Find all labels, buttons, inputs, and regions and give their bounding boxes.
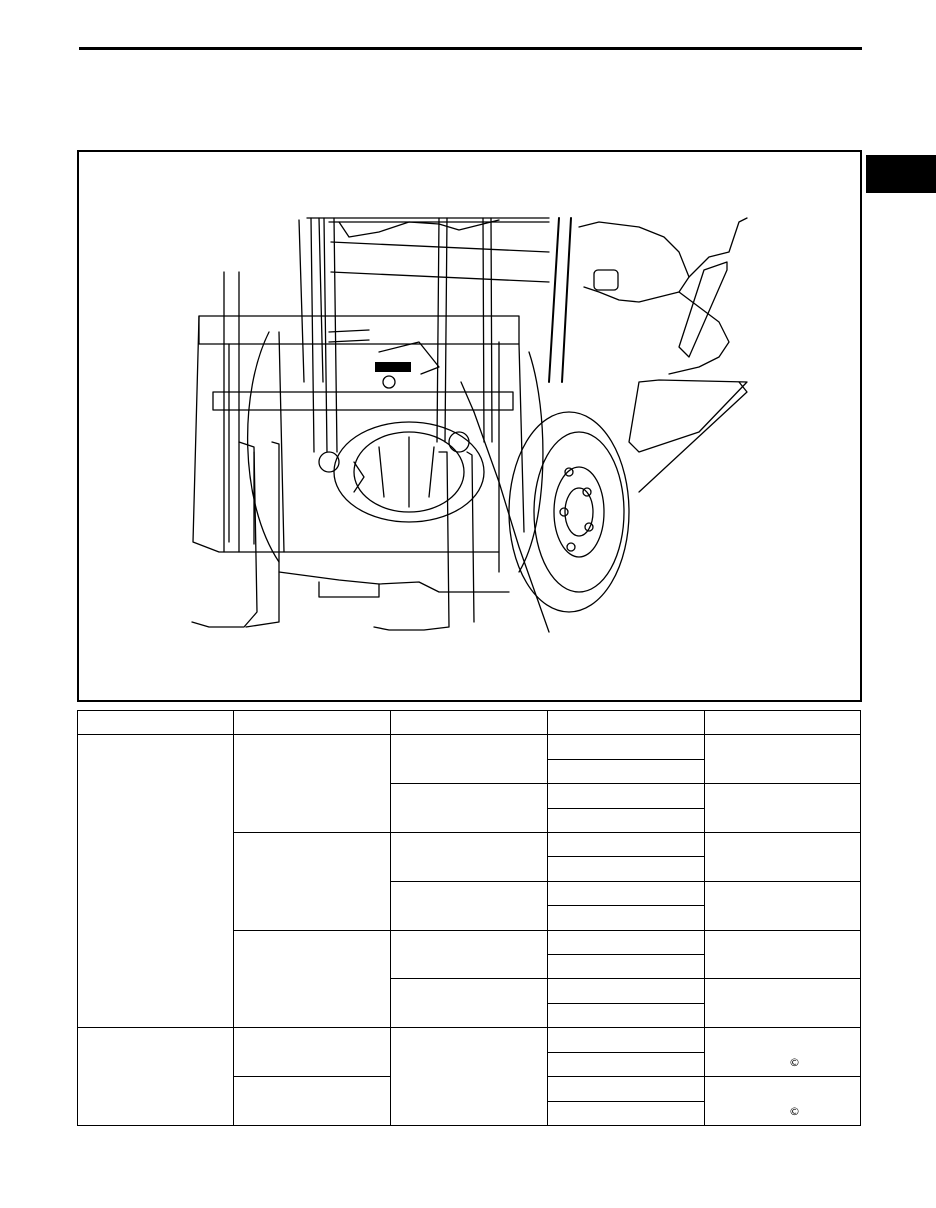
table-cell <box>547 783 705 809</box>
table-cell <box>390 832 548 882</box>
table-row <box>77 734 861 1029</box>
table-cell <box>704 978 861 1029</box>
table-cell <box>547 832 705 858</box>
table-cell <box>390 1027 548 1126</box>
table-cell: © <box>704 1027 861 1078</box>
table-row <box>78 978 861 1029</box>
table-cell <box>547 1100 705 1126</box>
table-cell <box>547 1027 705 1053</box>
table-cell <box>233 929 391 1029</box>
table-cell <box>704 783 861 834</box>
table-cell <box>390 978 548 1029</box>
table-row <box>78 1051 861 1078</box>
table-cell <box>77 1027 234 1126</box>
table-cell <box>233 1076 391 1126</box>
table-cell <box>390 880 548 931</box>
table-cell <box>233 1027 391 1078</box>
table-row <box>78 807 861 834</box>
table-header-row <box>77 709 861 736</box>
table-cell: © <box>704 1076 861 1126</box>
section-tab <box>866 155 936 193</box>
header-cell <box>233 709 391 736</box>
header-rule <box>79 47 862 50</box>
table-cell <box>547 1051 705 1078</box>
table-cell <box>547 978 705 1004</box>
table-cell <box>547 880 705 907</box>
table-cell <box>547 1002 705 1029</box>
table-row <box>78 1002 861 1029</box>
forklift-illustration <box>191 217 748 633</box>
copyright-c-icon: © <box>789 1056 800 1070</box>
table-cell <box>233 734 391 834</box>
table-cell <box>390 783 548 834</box>
table-row <box>78 856 861 882</box>
header-cell <box>547 709 705 736</box>
table-cell <box>547 929 705 956</box>
table-cell <box>390 929 548 980</box>
figure-frame <box>77 150 862 702</box>
copyright-c-icon: © <box>789 1105 800 1118</box>
table-row <box>78 929 861 1029</box>
table-cell <box>547 1076 705 1102</box>
header-cell <box>77 709 234 736</box>
table-row <box>78 880 861 931</box>
table-row <box>78 1100 861 1126</box>
table-row <box>78 832 861 931</box>
table-cell <box>77 734 234 1029</box>
table-cell <box>547 905 705 931</box>
header-cell <box>390 709 548 736</box>
table-row <box>78 954 861 980</box>
table-cell <box>390 734 548 785</box>
table-row: © <box>78 1076 861 1126</box>
table-cell <box>704 929 861 980</box>
table-cell <box>704 734 861 785</box>
table-cell <box>547 807 705 834</box>
table-cell <box>233 832 391 931</box>
table-cell <box>547 734 705 760</box>
table-cell <box>547 954 705 980</box>
table-row <box>78 905 861 931</box>
table-cell <box>547 758 705 785</box>
header-cell <box>704 709 861 736</box>
spec-table: © © <box>77 709 861 1126</box>
table-row: © <box>77 1027 861 1126</box>
table-cell <box>547 856 705 882</box>
table-cell <box>704 832 861 882</box>
table-row <box>78 758 861 785</box>
table-cell <box>704 880 861 931</box>
